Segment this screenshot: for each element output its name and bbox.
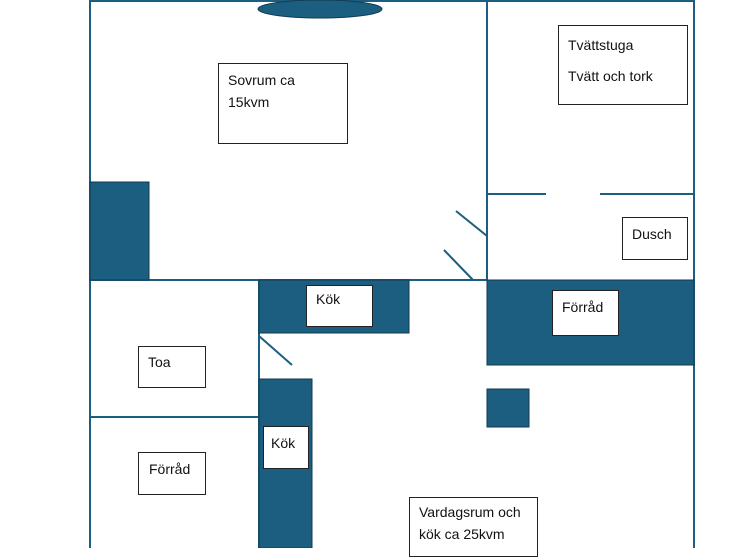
label-forrad-right: Förråd [552,290,619,336]
label-sovrum: Sovrum ca 15kvm [218,63,348,144]
label-kok-top: Kök [306,285,373,327]
label-toa: Toa [138,346,206,388]
pillar-block [486,388,530,428]
door-swing-bedroom-a [455,210,488,237]
label-sovrum-line1: Sovrum ca [228,72,295,88]
label-kok-top-text: Kök [316,291,341,307]
label-sovrum-line2: 15kvm [228,94,270,110]
label-vardagsrum: Vardagsrum och kök ca 25kvm [409,497,538,557]
label-dusch-text: Dusch [632,226,672,242]
label-forrad-left-text: Förråd [149,461,191,477]
wardrobe-block [89,181,150,281]
ceiling-lamp [257,0,383,19]
label-kok-left-text: Kök [271,435,296,451]
label-tvattstuga-line1: Tvättstuga [568,37,634,53]
walls [89,0,695,548]
label-vardagsrum-line1: Vardagsrum och [419,504,521,520]
label-forrad-right-text: Förråd [562,299,604,315]
label-tvattstuga-line2: Tvätt och tork [568,68,653,84]
label-tvattstuga: Tvättstuga Tvätt och tork [558,25,688,105]
label-vardagsrum-line2: kök ca 25kvm [419,526,505,542]
door-swing-toa [258,335,293,366]
door-swing-bedroom-b [443,249,474,281]
label-forrad-left: Förråd [138,452,206,495]
label-toa-text: Toa [148,354,171,370]
label-kok-left: Kök [263,426,309,469]
label-dusch: Dusch [622,217,688,260]
